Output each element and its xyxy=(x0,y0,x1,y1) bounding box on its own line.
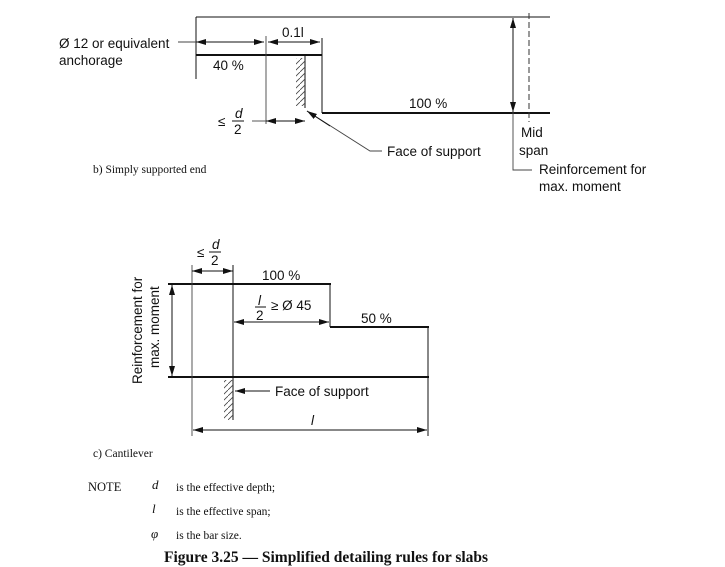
note-text-d: is the effective depth; xyxy=(176,482,275,494)
face-of-support-label: Face of support xyxy=(387,144,481,159)
reinf-label-1: Reinforcement for xyxy=(130,276,145,384)
dim-0-1l-label: 0.1l xyxy=(282,25,304,40)
max-moment-leader xyxy=(512,112,532,171)
anchorage-label-1: Ø 12 or equivalent xyxy=(59,36,170,51)
reinf-label-1: Reinforcement for xyxy=(539,162,647,177)
note-text-l: is the effective span; xyxy=(176,506,271,518)
mid-label: Mid xyxy=(521,125,543,140)
frac-den: 2 xyxy=(234,122,242,137)
simply-supported-diagram: Ø 12 or equivalent anchorage 0.1l 40 % 1… xyxy=(59,13,647,194)
frac-den: 2 xyxy=(211,253,219,268)
support-hatch xyxy=(296,58,305,106)
support-hatch xyxy=(224,380,233,420)
span-label: span xyxy=(519,143,548,158)
caption-c: c) Cantilever xyxy=(93,448,153,460)
notes: NOTE d is the effective depth; l is the … xyxy=(88,477,488,566)
half-rule: ≥ Ø 45 xyxy=(271,298,311,313)
span-label: l xyxy=(311,413,315,428)
note-symbol-l: l xyxy=(152,501,156,516)
caption-b: b) Simply supported end xyxy=(93,164,207,176)
frac-num: d xyxy=(235,106,243,121)
note-label: NOTE xyxy=(88,480,122,494)
figure-title: Figure 3.25 — Simplified detailing rules… xyxy=(164,549,488,566)
cantilever-diagram: ≤ d 2 100 % l 2 ≥ Ø 45 50 % Face of supp… xyxy=(93,237,429,460)
note-text-phi: is the bar size. xyxy=(176,530,242,542)
le-symbol: ≤ xyxy=(197,245,204,260)
pct-100-label: 100 % xyxy=(262,268,300,283)
pct-40-label: 40 % xyxy=(213,58,244,73)
face-of-support-leader xyxy=(306,110,382,152)
half-den: 2 xyxy=(256,308,264,323)
le-symbol: ≤ xyxy=(218,114,225,129)
anchorage-label-2: anchorage xyxy=(59,53,123,68)
note-symbol-d: d xyxy=(152,477,159,492)
pct-100-label: 100 % xyxy=(409,96,447,111)
half-num: l xyxy=(258,293,262,308)
reinf-label-2: max. moment xyxy=(147,286,162,368)
face-of-support-arrow xyxy=(306,110,331,127)
note-symbol-phi: φ xyxy=(151,526,158,541)
pct-50-label: 50 % xyxy=(361,311,392,326)
reinf-label-2: max. moment xyxy=(539,179,621,194)
face-of-support-label: Face of support xyxy=(275,384,369,399)
frac-num: d xyxy=(212,237,220,252)
